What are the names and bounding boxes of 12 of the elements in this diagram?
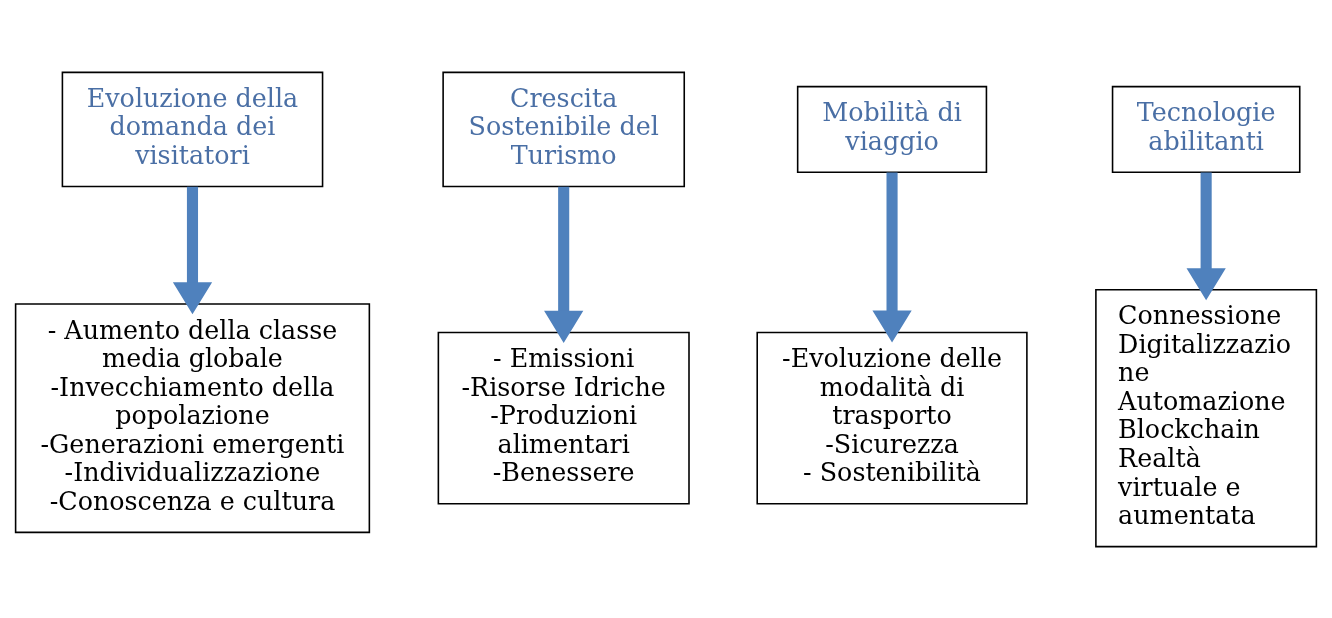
node-box: -Evoluzione delle modalità di trasporto -Sicurezza - Sostenibilità xyxy=(756,331,1028,505)
node-box: Connessione Digitalizzazione Automazione Blockchain Realtà virtuale e aumentata xyxy=(1095,288,1318,547)
arrow xyxy=(872,172,912,343)
node-box: Evoluzione della domanda dei visitatori xyxy=(61,71,324,187)
node-box: Crescita Sostenibile del Turismo xyxy=(442,71,686,187)
arrow xyxy=(1186,172,1226,300)
node-box: - Aumento della classe media globale -Invecchiamento della popolazione -Generazioni emergenti -Individualizzazione -Conoscenza e cultura xyxy=(14,302,371,533)
node-box: Tecnologie abilitanti xyxy=(1111,85,1301,173)
arrow xyxy=(172,186,213,314)
arrow xyxy=(544,186,584,343)
node-box: Mobilità di viaggio xyxy=(796,85,988,173)
node-box: - Emissioni -Risorse Idriche -Produzioni alimentari -Benessere xyxy=(437,331,690,505)
